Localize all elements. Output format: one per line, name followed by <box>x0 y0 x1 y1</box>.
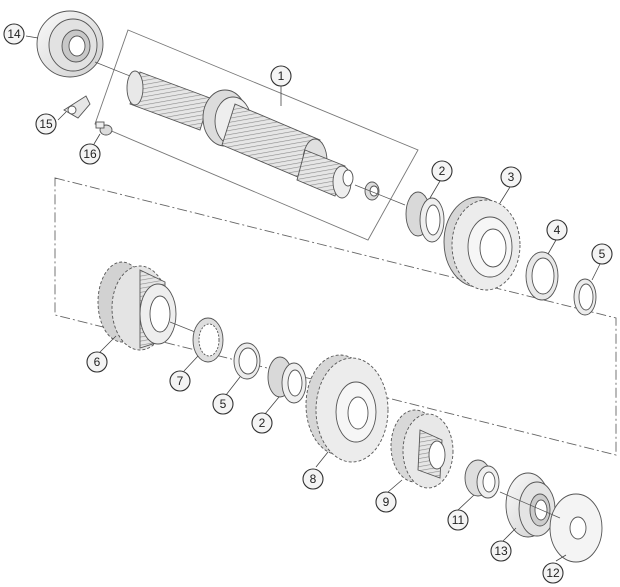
callout-4: 4 <box>546 219 568 241</box>
callout-12: 12 <box>542 562 564 584</box>
leader-9 <box>387 479 403 493</box>
callout-1: 1 <box>270 65 292 87</box>
leader-16 <box>93 133 101 145</box>
leader-15 <box>57 111 67 121</box>
shaft-end-bushing <box>364 181 380 201</box>
leader-14 <box>25 35 39 39</box>
callout-5-lower: 5 <box>212 393 234 415</box>
callout-7: 7 <box>169 370 191 392</box>
callout-14: 14 <box>3 23 25 45</box>
callout-15: 15 <box>35 113 57 135</box>
part-16-screw <box>95 121 113 136</box>
callout-8-number: 8 <box>310 472 317 486</box>
callout-1-number: 1 <box>278 69 285 83</box>
callout-5-upper-number: 5 <box>599 247 606 261</box>
leader-11 <box>457 494 475 511</box>
callout-16-number: 16 <box>83 147 97 161</box>
part-2-needle-bearing-lower <box>267 356 307 404</box>
leader-8 <box>315 451 329 468</box>
callout-2-upper: 2 <box>431 160 453 182</box>
part-11-bushing <box>464 459 500 499</box>
part-12-washer <box>549 493 603 563</box>
callout-8: 8 <box>302 468 324 490</box>
callout-15-number: 15 <box>39 117 53 131</box>
part-5-circlip-upper <box>573 278 597 316</box>
leader-5-lower <box>225 376 241 396</box>
callout-13-number: 13 <box>494 544 508 558</box>
callout-6-number: 6 <box>94 355 101 369</box>
part-2-needle-bearing-upper <box>405 191 445 243</box>
callout-5-lower-number: 5 <box>220 397 227 411</box>
axis-line-bottom <box>499 491 561 519</box>
callout-12-number: 12 <box>546 566 560 580</box>
leader-12 <box>555 554 567 562</box>
callout-9-number: 9 <box>383 495 390 509</box>
part-4-washer <box>525 251 559 301</box>
leader-13 <box>502 527 517 542</box>
part-9-gear <box>390 409 454 489</box>
callout-14-number: 14 <box>7 27 21 41</box>
axis-line-shaft <box>354 184 406 206</box>
part-8-large-gear <box>305 354 389 463</box>
callout-2-lower: 2 <box>251 412 273 434</box>
leader-6 <box>99 335 117 353</box>
callout-9: 9 <box>375 491 397 513</box>
callout-6: 6 <box>86 351 108 373</box>
assembly-dashed-frame <box>54 177 617 456</box>
callout-2-lower-number: 2 <box>259 416 266 430</box>
leader-2-lower <box>264 396 280 415</box>
part-6-gear-cluster <box>97 261 177 351</box>
shaft-group-frame <box>94 29 419 241</box>
callout-2-upper-number: 2 <box>439 164 446 178</box>
leader-5-upper <box>591 263 601 281</box>
callout-16: 16 <box>79 143 101 165</box>
callout-3-number: 3 <box>508 170 515 184</box>
bearing-14 <box>36 10 104 78</box>
callout-11: 11 <box>447 509 469 531</box>
callout-13: 13 <box>490 540 512 562</box>
callout-5-upper: 5 <box>591 243 613 265</box>
part-13-bearing <box>505 472 556 538</box>
callout-4-number: 4 <box>554 223 561 237</box>
callout-7-number: 7 <box>177 374 184 388</box>
leader-2-upper <box>429 180 441 199</box>
main-shaft <box>126 70 354 199</box>
callout-11-number: 11 <box>452 513 465 527</box>
leader-3 <box>499 186 511 204</box>
part-5-circlip-lower <box>233 342 261 380</box>
part-15-lever <box>63 95 91 119</box>
leader-7 <box>183 355 199 372</box>
part-3-gear <box>443 196 521 291</box>
callout-3: 3 <box>500 166 522 188</box>
part-7-toothed-washer <box>192 317 224 363</box>
leader-4 <box>547 239 557 255</box>
